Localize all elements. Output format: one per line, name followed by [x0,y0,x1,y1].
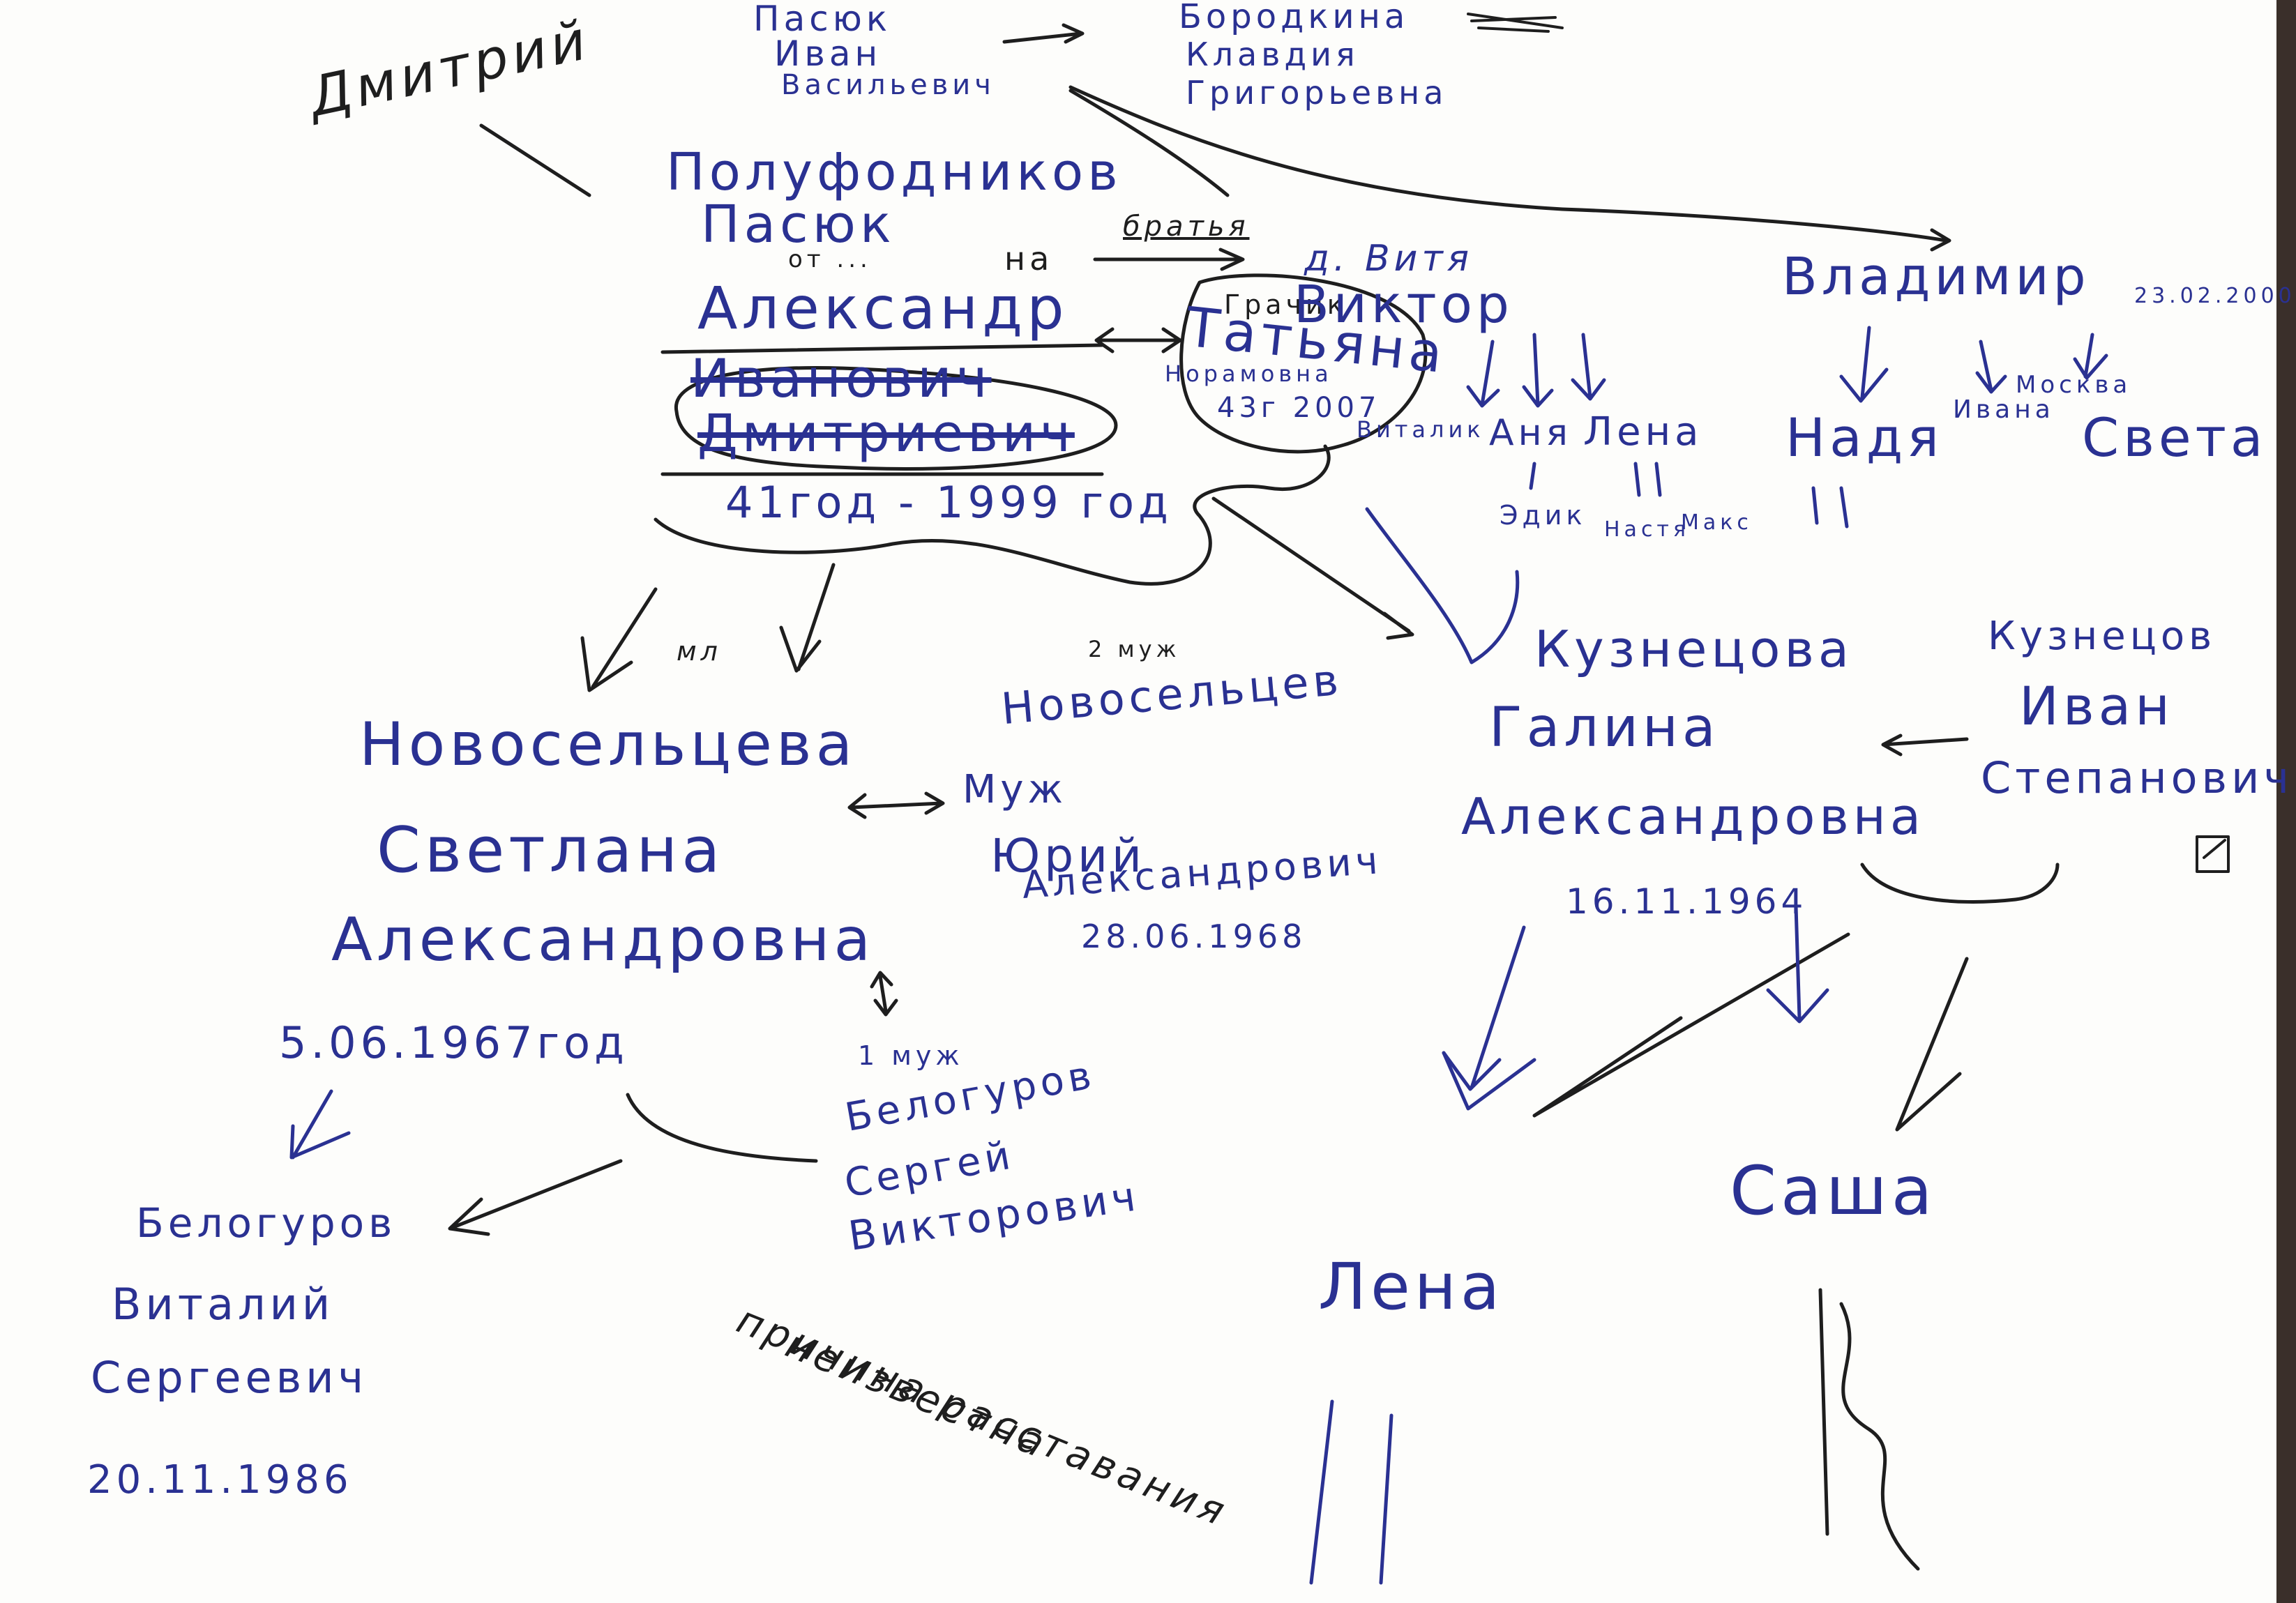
scribble-top-right [1467,13,1564,33]
viktor-name: Виктор [1294,275,1513,335]
tatyana-death: 43г 2007 [1217,392,1381,424]
dmitry-line [479,123,591,197]
vladimir-child-arrow-sveta [2073,333,2108,380]
galina-to-lena-arrow-2 [1442,1051,1536,1111]
svetlana-yury-arrow [847,791,945,819]
to-vitaly-arrow [448,1159,623,1236]
parents-to-vladimir-line [1068,85,1951,252]
aleksandr-name: Александр [697,274,1068,342]
galina-patronymic: Александровна [1461,787,1926,846]
black-big-arrow-2 [1895,957,1969,1132]
viktor-child-lena: Лена [1583,409,1703,455]
viktor-child-arrow-3 [1571,333,1606,401]
aleksandr-tatyana-arrow [1094,327,1182,354]
child-sasha: Саша [1730,1152,1937,1230]
galina-ivan-curve [1860,863,2060,904]
galina-name: Галина [1489,697,1720,759]
black-big-arrow-1 [1532,932,1850,1118]
tatyana-label: Грачик [1224,289,1347,320]
galina-to-sasha-arrow [1766,904,1829,1024]
checkbox-icon [2196,835,2230,873]
ivan-k-patronymic: Степанович [1981,752,2294,803]
to-svetlana-arrow [580,587,658,692]
vitaly-patronymic: Сергеевич [91,1352,368,1403]
vitaly-birth: 20.11.1986 [87,1457,353,1503]
galina-ivan-arrow [1881,734,1969,757]
to-galina-line [1211,496,1414,640]
pasyuk-borodkina-arrow [1002,23,1085,44]
viktor-child-vitalik: Виталик [1357,416,1485,443]
borodkina-patronymic: Григорьевна [1186,74,1448,112]
aleksandr-surname-1: Полуфодников [666,142,1122,202]
viktor-child-arrow-2 [1522,333,1554,408]
vitaly-arrow [289,1089,351,1160]
borodkina-name: Клавдия [1186,36,1359,73]
ivan-k-name: Иван [2019,675,2174,737]
tatyana-patronymic: Норамовна [1165,360,1333,387]
vladimir-child-arrow-ivana [1975,340,2007,394]
vladimir-note-moskva: Москва [2016,371,2132,399]
parents-drop-line [1068,89,1230,197]
yury-birth: 28.06.1968 [1081,918,1307,955]
pasyuk-patronymic: Васильевич [781,69,995,101]
vitaly-name: Виталий [112,1279,335,1330]
svetlana-sergey-curve [626,1093,818,1163]
aleksandr-inner-oval [674,366,1118,471]
svetlana-surname: Новосельцева [359,710,857,780]
vladimir-child-ivana: Ивана [1953,395,2055,424]
lena-line [1633,462,1662,497]
grandchild-maks: Макс [1681,510,1753,535]
borodkina-surname: Бородкина [1179,0,1410,36]
aleksandr-struck-patronymic-2: Дмитриевич [697,404,1075,464]
svetlana-name: Светлана [377,814,725,887]
tatyana-bubble [1179,273,1428,454]
aleksandr-surname-2: Пасюк [701,195,896,254]
viktor-child-anya: Аня [1489,412,1572,454]
aleksandr-underline-1 [660,343,1104,354]
sergey-label: 1 муж [858,1040,964,1071]
sasha-signature [1818,1288,1920,1571]
vitaly-surname: Белогуров [136,1199,397,1247]
aleksandr-years: 41год - 1999 год [725,477,1172,528]
child-lena: Лена [1318,1249,1504,1324]
vladimir-child-arrow-nadya [1839,326,1889,403]
aleksandr-cloud [654,444,1331,586]
yury-name: Юрий [990,829,1146,883]
vladimir-name: Владимир [1782,247,2090,307]
yury-label-2muzh: 2 муж [1088,636,1181,662]
galina-surname: Кузнецова [1534,620,1853,678]
viktor-child-arrow-1 [1466,340,1500,408]
svetlana-sergey-arrow [870,971,898,1017]
lena-bottom-line-1 [1309,1399,1334,1585]
to-svetlana-arrow-2 [779,563,836,673]
svetlana-ml: мл [677,636,722,667]
grandchild-nastya: Настя [1604,517,1690,542]
viktor-small: д. Витя [1304,238,1474,280]
vladimir-child-nadya: Надя [1785,407,1943,469]
yury-label-muzh: Муж [962,767,1067,812]
ivan-k-surname: Кузнецов [1988,614,2216,659]
aleksandr-na: на [1004,240,1054,278]
aleksandr-struck-patronymic: Иванович [690,347,992,409]
ann-line [1529,462,1536,490]
galina-loop [1365,507,1520,664]
label-bratya: братья [1123,211,1250,243]
svetlana-birth: 5.06.1967год [279,1017,628,1068]
grandchild-edik: Эдик [1500,500,1587,531]
vladimir-child-sveta: Света [2082,407,2267,469]
lena-bottom-line-2 [1379,1413,1394,1585]
aleksandr-note-small: от ... [788,245,872,273]
pasyuk-name: Иван [774,33,882,74]
bratya-arrow [1093,248,1245,271]
vladimir-date: 23.02.2000 [2134,284,2296,308]
svetlana-patronymic: Александровна [331,905,875,975]
galina-birth: 16.11.1964 [1566,881,1808,922]
nadya-line [1811,486,1849,529]
galina-to-lena-arrow [1442,925,1526,1091]
pasyuk-surname: Пасюк [753,0,892,39]
